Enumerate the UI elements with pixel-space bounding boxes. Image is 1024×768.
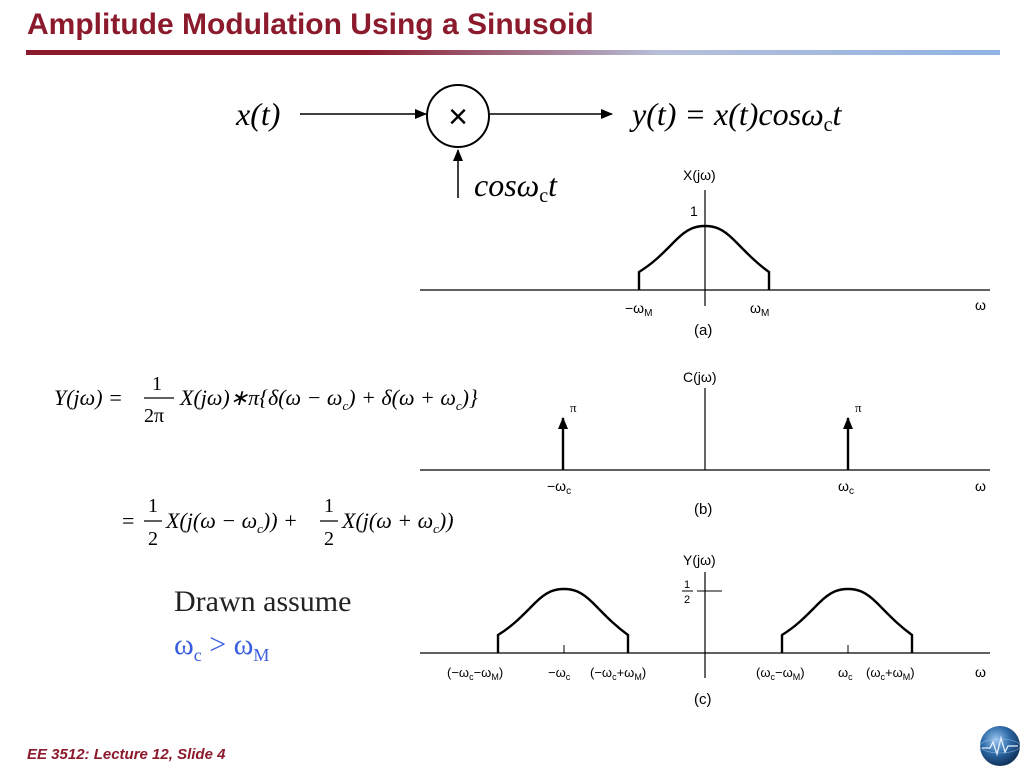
- eq2-den2: 2: [324, 528, 334, 550]
- block-diagram: x(t) × y(t) = x(t)cosωct cosωct: [235, 84, 843, 207]
- globe-logo-icon: [979, 726, 1021, 766]
- title-underline: [26, 50, 1000, 55]
- assumption-text: Drawn assume: [174, 585, 352, 618]
- plot-c-x-label: ω: [975, 664, 986, 680]
- plot-a-peak-label: 1: [690, 203, 698, 219]
- eq2-equals: =: [122, 508, 134, 533]
- plot-a-tick-right: ωM: [750, 300, 769, 319]
- plot-c-tick-6: (ωc+ωM): [866, 665, 915, 682]
- eq1-rhs: X(jω)∗π{δ(ω − ωc) + δ(ω + ωc)}: [179, 385, 478, 413]
- plot-c-tick-5: ωc: [838, 665, 853, 682]
- plot-a-y-label: X(jω): [683, 167, 716, 183]
- slide-footer: EE 3512: Lecture 12, Slide 4: [27, 746, 226, 763]
- plot-c-spectrum-right: [780, 587, 914, 653]
- plot-c-tick-3: (−ωc+ωM): [590, 665, 646, 682]
- plot-b: C(jω) π π −ωc ωc ω (b): [420, 369, 990, 518]
- plot-c-y-label: Y(jω): [683, 552, 716, 568]
- eq2-num2: 1: [324, 495, 334, 517]
- plot-b-caption: (b): [694, 501, 712, 518]
- plot-b-y-label: C(jω): [683, 369, 716, 385]
- eq2-den1: 2: [148, 528, 158, 550]
- eq1-lhs: Y(jω) =: [54, 385, 123, 410]
- eq2-term2: X(j(ω + ωc)): [341, 508, 454, 536]
- plot-c-tick-4: (ωc−ωM): [756, 665, 805, 682]
- eq1-frac-num: 1: [152, 373, 162, 395]
- plot-c: Y(jω) 1 2 (−ωc−ωM) −ωc (−ωc+ωM) (ωc−ωM) …: [420, 552, 990, 708]
- plot-c-spectrum-left: [496, 587, 630, 653]
- slide-title: Amplitude Modulation Using a Sinusoid: [27, 8, 594, 41]
- plot-b-impulse-left-label: π: [570, 400, 577, 415]
- plot-c-tick-1: (−ωc−ωM): [447, 665, 503, 682]
- eq1-frac-den: 2π: [144, 405, 164, 427]
- plot-b-impulse-right-label: π: [855, 400, 862, 415]
- multiplier-circle: [426, 84, 490, 148]
- plot-c-tick-2: −ωc: [548, 665, 571, 682]
- plot-a: X(jω) 1 −ωM ωM ω (a): [420, 167, 990, 339]
- eq2-num1: 1: [148, 495, 158, 517]
- plot-b-tick-left: −ωc: [547, 478, 571, 497]
- plot-c-half-den: 2: [684, 594, 690, 606]
- multiplier-symbol: ×: [448, 98, 468, 136]
- plot-a-tick-left: −ωM: [625, 300, 652, 319]
- input-signal-label: x(t): [235, 96, 280, 132]
- plot-a-x-label: ω: [975, 297, 986, 313]
- plot-a-caption: (a): [694, 322, 712, 339]
- carrier-signal-label: cosωct: [474, 167, 558, 207]
- eq2-term1: X(j(ω − ωc)) +: [165, 508, 298, 536]
- equation-2: = 1 2 X(j(ω − ωc)) + 1 2 X(j(ω + ωc)): [122, 495, 454, 550]
- equation-1: Y(jω) = 1 2π X(jω)∗π{δ(ω − ωc) + δ(ω + ω…: [54, 373, 478, 427]
- assumption-condition: ωc > ωM: [174, 628, 270, 665]
- plot-a-spectrum: [637, 224, 771, 290]
- plot-c-caption: (c): [694, 691, 712, 708]
- plot-b-tick-right: ωc: [838, 478, 854, 497]
- plot-c-half-num: 1: [684, 579, 690, 591]
- plot-b-x-label: ω: [975, 478, 986, 494]
- output-signal-label: y(t) = x(t)cosωct: [629, 96, 843, 136]
